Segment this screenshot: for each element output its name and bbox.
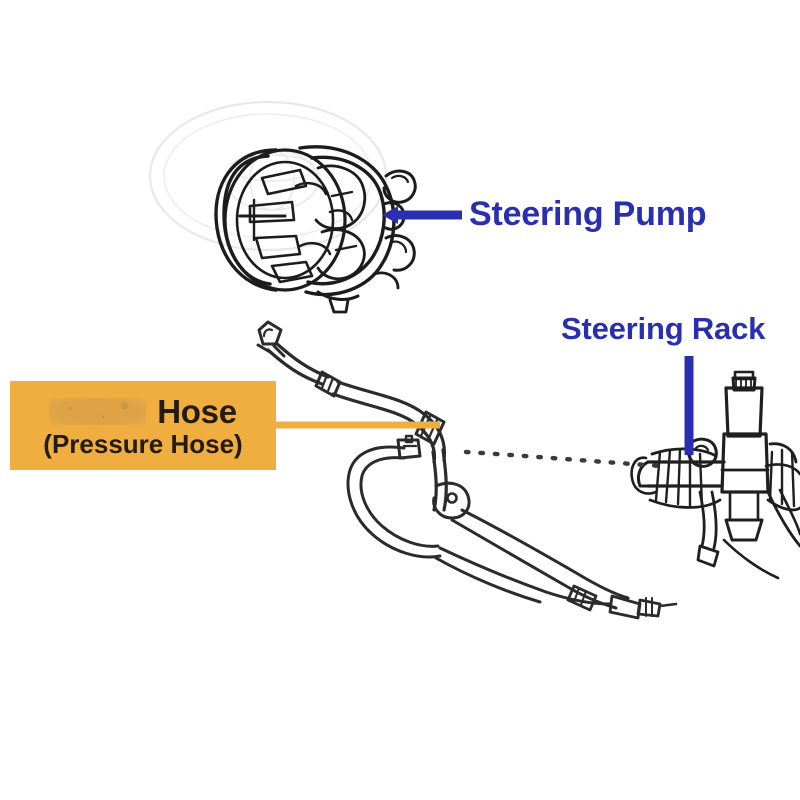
callout-title-row: Hose	[49, 395, 237, 428]
callout-subtitle: (Pressure Hose)	[43, 428, 243, 459]
pressure-hose-callout: Hose (Pressure Hose)	[10, 381, 276, 470]
return-hose-drawing	[346, 434, 678, 620]
label-steering-rack: Steering Rack	[561, 311, 766, 346]
steering-pump-pointer	[382, 206, 462, 224]
pressure-hose-drawing	[256, 320, 448, 512]
steering-rack-drawing	[630, 370, 800, 580]
dotted-leader-line	[463, 449, 665, 469]
callout-title-visible: Hose	[157, 392, 237, 430]
redacted-word-block	[49, 397, 147, 425]
arrow-left-icon-head	[382, 206, 398, 224]
label-steering-pump: Steering Pump	[469, 195, 707, 233]
